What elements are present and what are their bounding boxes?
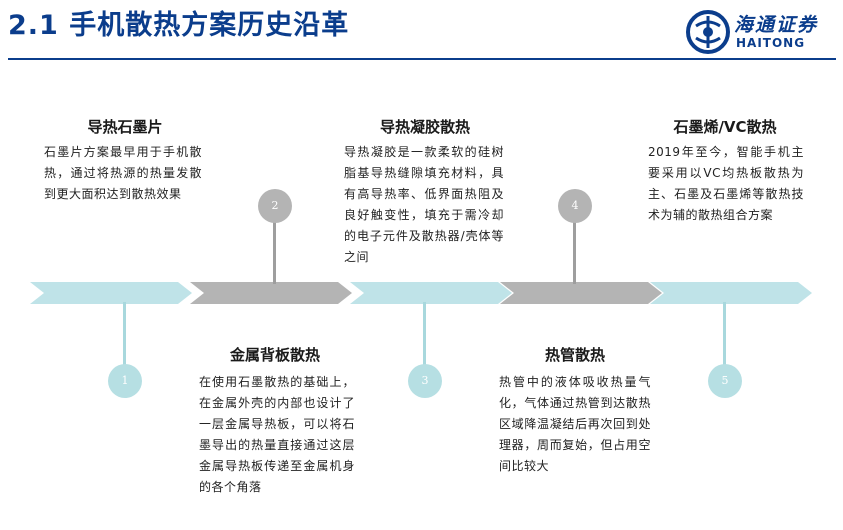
node-5-body: 2019年至今，智能手机主要采用以VC均热板散热为主、石墨及石墨烯等散热技术为辅… [648, 145, 804, 222]
chevron-4 [500, 282, 662, 304]
chevron-2 [190, 282, 352, 304]
step-number-5: 5 [708, 364, 742, 398]
node-4-title: 热管散热 [544, 346, 605, 364]
chevron-5 [650, 282, 812, 304]
step-number-2: 2 [258, 189, 292, 223]
node-1-title: 导热石墨片 [87, 118, 163, 136]
step-number-3: 3 [408, 364, 442, 398]
chevron-3 [350, 282, 512, 304]
node-2-body: 在使用石墨散热的基础上，在金属外壳的内部也设计了一层金属导热板，可以将石墨导出的… [199, 375, 355, 494]
timeline-axis [30, 282, 812, 304]
chevron-1 [30, 282, 192, 304]
logo-english-text: HAITONG [736, 36, 806, 50]
node-4-body: 热管中的液体吸收热量气化，气体通过热管到达散热区域降温凝结后再次回到处理器，周而… [499, 375, 651, 473]
page-title: 2.1 手机散热方案历史沿革 [8, 10, 350, 41]
step-number-4: 4 [558, 189, 592, 223]
stem-4 [573, 222, 576, 284]
stem-2 [273, 222, 276, 284]
title-divider [8, 58, 836, 60]
stem-1 [123, 302, 126, 368]
stem-3 [423, 302, 426, 368]
step-number-1: 1 [108, 364, 142, 398]
node-5-title: 石墨烯/VC散热 [673, 118, 777, 136]
node-3-title: 导热凝胶散热 [379, 118, 470, 136]
stem-5 [723, 302, 726, 368]
company-logo: 海通证券 HAITONG [686, 10, 836, 54]
node-1-body: 石墨片方案最早用于手机散热，通过将热源的热量发散到更大面积达到散热效果 [44, 145, 202, 201]
node-3-body: 导热凝胶是一款柔软的硅树脂基导热缝隙填充材料，具有高导热率、低界面热阻及良好触变… [344, 145, 504, 264]
haitong-logo-icon [686, 10, 730, 54]
logo-chinese-text: 海通证券 [734, 14, 819, 36]
node-2-title: 金属背板散热 [229, 346, 320, 364]
